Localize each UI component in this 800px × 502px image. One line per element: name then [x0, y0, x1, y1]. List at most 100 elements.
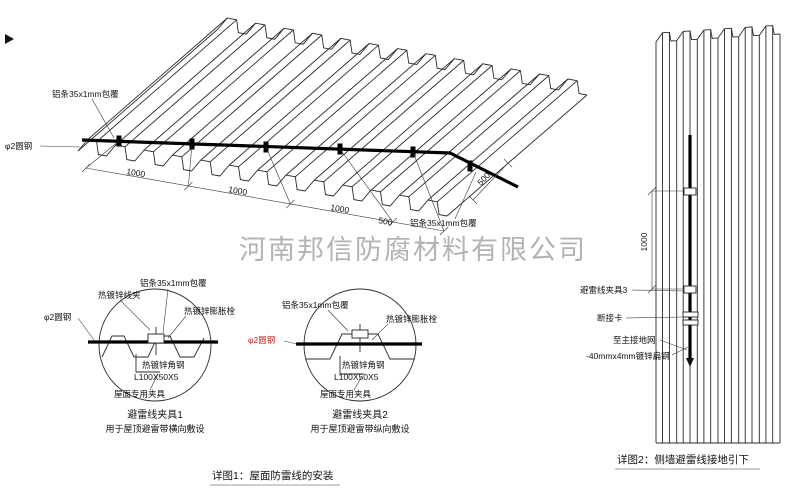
roof-rib — [351, 65, 493, 188]
leader-line — [671, 346, 689, 356]
detail-2-drawing — [283, 288, 422, 402]
roof-rib — [285, 53, 427, 176]
disconnect-card-plate — [682, 311, 699, 318]
dim-tick — [647, 186, 657, 196]
roof-rib — [436, 80, 578, 203]
label-round-steel: φ2圆钢 — [44, 312, 71, 322]
disconnect-card-plate — [682, 319, 699, 326]
leader-line — [454, 171, 477, 220]
dim-tick — [503, 158, 513, 168]
caption-underlines — [210, 468, 760, 486]
detail-circle — [98, 288, 212, 402]
leader-line — [162, 288, 169, 334]
label-to-ground-grid: 至主接地网 — [613, 335, 656, 345]
dim-ext-line — [265, 146, 291, 205]
roof-rib — [200, 38, 342, 161]
label-round-steel-red: φ2圆钢 — [248, 335, 275, 345]
dim-ext-line — [85, 140, 120, 169]
label-aluminium-strip: 铝条35x1mm包覆 — [282, 300, 349, 310]
dim-tick — [647, 284, 657, 294]
label-flat-steel: -40mmx4mm镀锌扁钢 — [586, 351, 670, 361]
lightning-wire — [81, 138, 519, 189]
label-angle-steel: 热镀锌角钢 — [142, 360, 185, 370]
label-aluminium-strip-top: 铝条35x1mm包覆 — [52, 89, 119, 99]
wire-clamp — [467, 160, 473, 172]
angle-steel — [339, 356, 364, 375]
label-expansion-bolt: 热镀锌膨胀栓 — [184, 306, 236, 316]
label-roof-fixture: 屋面专用夹具 — [320, 389, 372, 399]
label-expansion-bolt: 热镀锌膨胀栓 — [386, 314, 438, 324]
label-angle-size: L100X50X5 — [134, 372, 179, 382]
roof-dimension-chain — [81, 140, 513, 236]
detail-1-title: 避雷线夹具1 — [127, 408, 183, 421]
conductor-clamp — [683, 187, 697, 196]
caption-detail-2: 详图2：侧墙避雷线接地引下 — [617, 453, 749, 466]
leader-line — [91, 98, 115, 139]
leader-line — [625, 316, 684, 319]
roof-rib — [266, 49, 408, 173]
detail-1-subtitle: 用于屋顶避雷带横向敷设 — [105, 423, 204, 434]
roof-rib — [323, 60, 464, 183]
roof-rib — [86, 17, 228, 141]
leader-line — [631, 289, 685, 292]
leader-line — [327, 309, 349, 332]
roof-rib — [370, 68, 512, 191]
label-angle-size: L100X50X5 — [334, 372, 379, 382]
roof-left-edge — [77, 28, 219, 152]
dim-label-4: 500 — [378, 215, 394, 227]
dim-ext-line — [188, 143, 193, 187]
roof-rib — [399, 73, 540, 196]
leader-line — [353, 375, 363, 391]
label-disconnect-card: 断接卡 — [597, 313, 623, 323]
label-roof-fixture: 屋面专用夹具 — [114, 389, 166, 399]
roof-right-edge — [446, 94, 588, 217]
profile-section — [101, 335, 205, 358]
roof-rib — [143, 27, 285, 151]
roof-rib — [181, 34, 323, 158]
label-galvanized-wire-clip: 热镀锌线夹 — [98, 290, 141, 300]
roof-rib — [124, 24, 266, 148]
leader-line — [149, 373, 159, 391]
dim-line-right — [472, 162, 509, 201]
detail-2-title: 避雷线夹具2 — [332, 408, 388, 421]
label-angle-steel: 热镀锌角钢 — [342, 360, 385, 370]
dim-ext-line — [339, 148, 394, 223]
corner-mark — [5, 34, 14, 44]
leader-line — [119, 299, 151, 331]
roof-rib — [172, 32, 313, 156]
dim-label-2: 1000 — [228, 184, 249, 197]
detail-1-drawing — [77, 288, 218, 402]
roof-rib — [342, 63, 483, 186]
label-aluminium-strip: 铝条35x1mm包覆 — [140, 278, 207, 288]
roof-leader-lines — [39, 98, 477, 220]
leader-line — [39, 145, 81, 148]
roof-sheet-drawing — [77, 17, 588, 217]
conductor-clamp — [683, 285, 697, 294]
leader-line — [167, 315, 187, 339]
wall-down-conductor-group — [625, 135, 699, 367]
roof-rib — [408, 75, 550, 198]
label-aluminium-strip-right: 铝条35x1mm包覆 — [410, 218, 477, 228]
company-watermark: 河南邦信防腐材料有限公司 — [239, 235, 587, 265]
roof-rib — [257, 48, 398, 171]
angle-steel — [135, 354, 160, 373]
ground-arrow — [686, 358, 694, 367]
roof-rib — [295, 54, 436, 178]
detail-2-subtitle: 用于屋顶避雷带纵向敷设 — [310, 423, 409, 434]
roof-rib — [209, 39, 351, 163]
roof-rib — [153, 29, 294, 153]
roof-rib — [314, 58, 455, 181]
dim-ext-line — [412, 151, 445, 232]
wall-dim-label: 1000 — [639, 232, 649, 251]
roof-rib — [427, 78, 569, 201]
dim-line — [85, 167, 445, 232]
leader-line — [371, 323, 389, 341]
label-wall-clamp: 避雷线夹具3 — [580, 285, 628, 295]
roof-rib — [115, 22, 256, 146]
dim-label-3: 1000 — [330, 202, 351, 215]
label-round-steel: φ2圆钢 — [5, 141, 32, 151]
roof-rib — [380, 70, 521, 193]
leader-line — [283, 340, 298, 345]
